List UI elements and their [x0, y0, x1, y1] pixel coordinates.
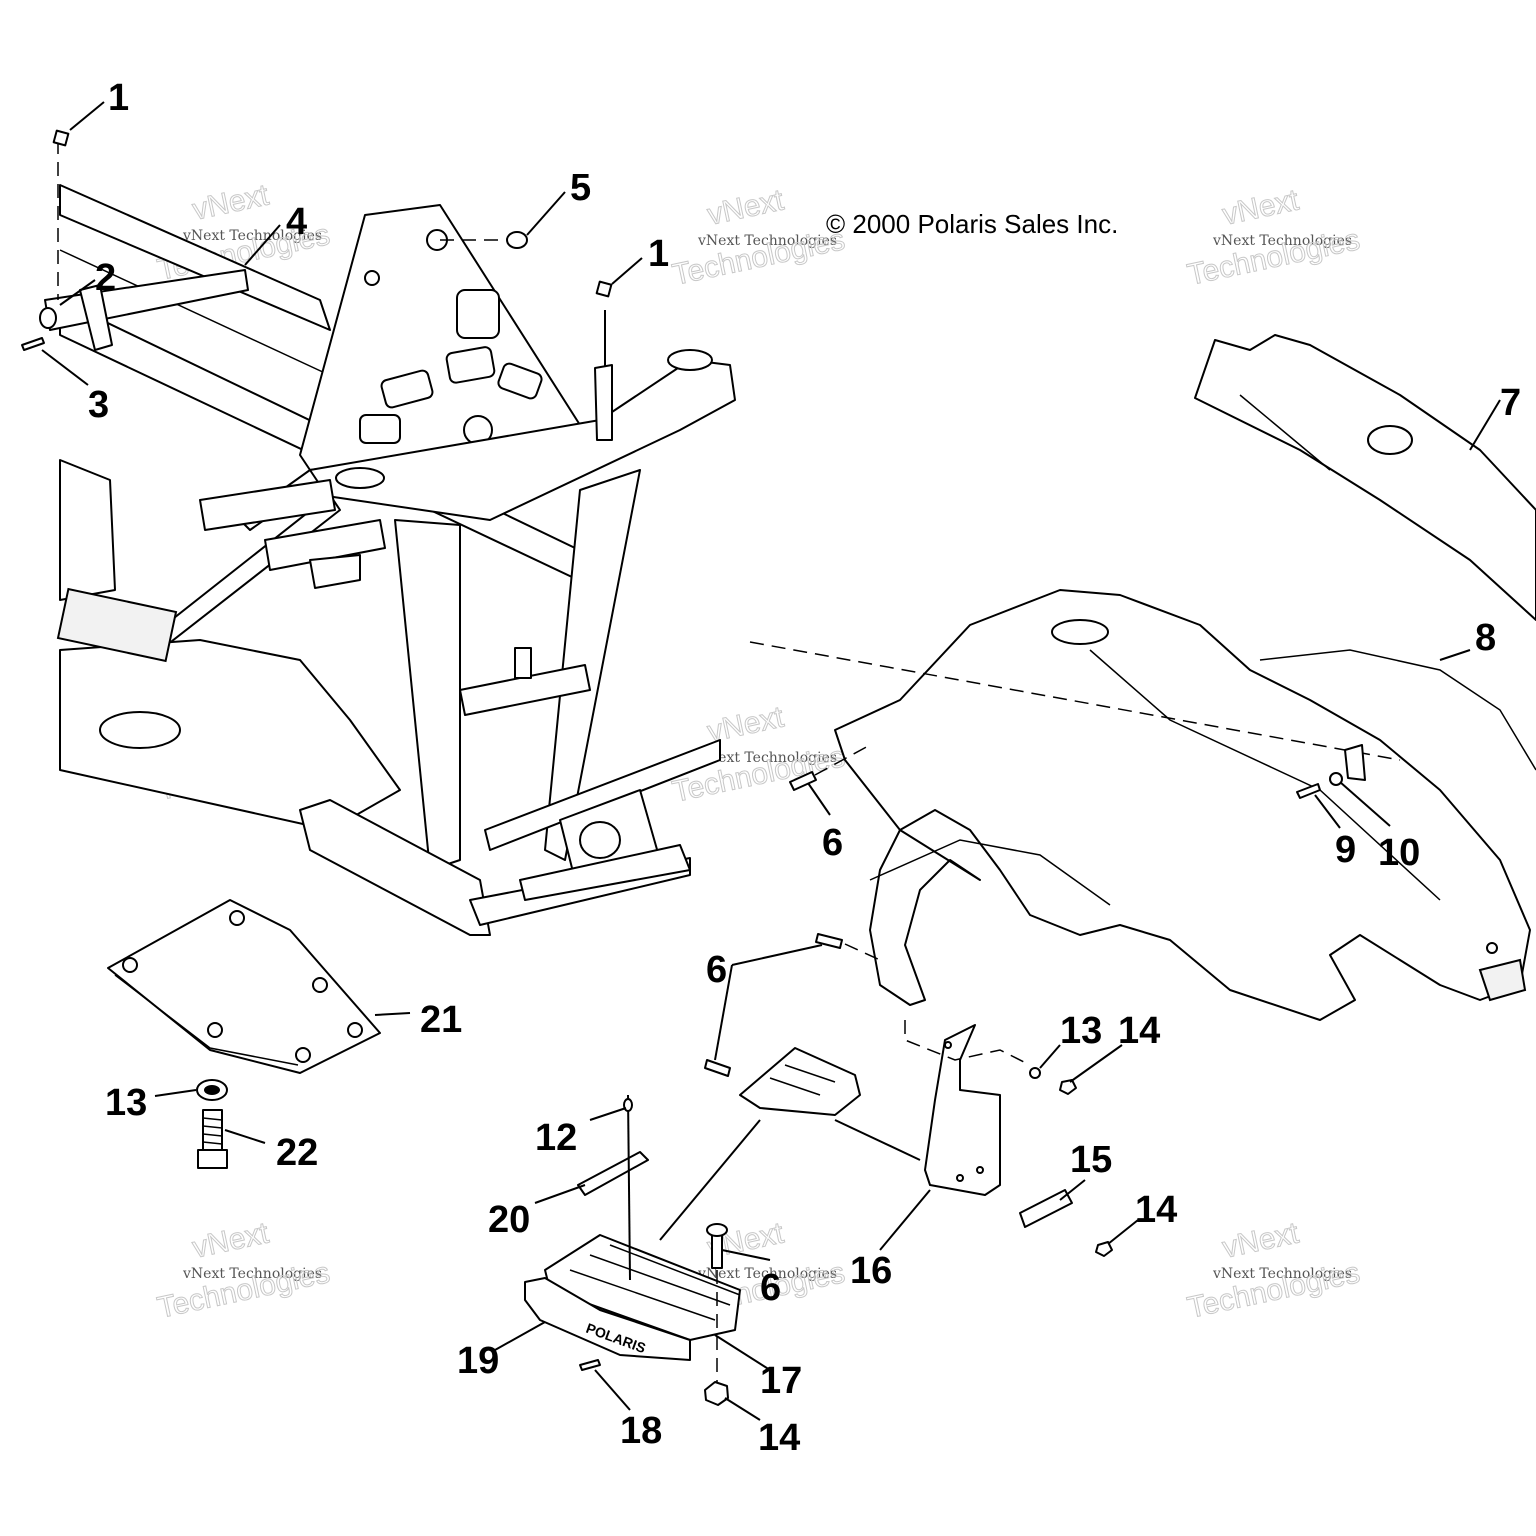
svg-text:vNext: vNext [1220, 1216, 1303, 1264]
callout-22: 22 [276, 1132, 318, 1174]
nut-14-bottom [704, 1381, 729, 1406]
clip-20 [577, 1151, 649, 1196]
callout-10: 10 [1378, 832, 1420, 874]
svg-text:vNext Technologies: vNext Technologies [182, 228, 322, 244]
svg-text:vNext Technologies: vNext Technologies [182, 1266, 322, 1282]
washer-13-right [1029, 1067, 1041, 1079]
hardware-top [21, 129, 613, 441]
callout-2: 2 [95, 257, 116, 299]
callout-13-left: 13 [105, 1082, 147, 1124]
square-nut-1-left [52, 129, 70, 147]
watermark-top-center: vNext vNext Technologies Technologies [669, 183, 848, 292]
nut-14-lower [1095, 1241, 1113, 1257]
callout-5: 5 [570, 167, 591, 209]
svg-text:vNext: vNext [190, 178, 273, 226]
callout-15: 15 [1070, 1139, 1112, 1181]
frame-assembly [44, 140, 736, 936]
callout-18: 18 [620, 1410, 662, 1452]
nut-14-upper [1059, 1079, 1077, 1095]
skid-plate-21 [107, 899, 381, 1074]
copyright-notice: © 2000 Polaris Sales Inc. [826, 209, 1118, 239]
screw-9 [1296, 783, 1321, 799]
screw-6-upper [789, 771, 817, 791]
callout-7: 7 [1500, 382, 1521, 424]
callout-labels: 1 1 2 3 4 5 7 8 6 9 10 6 21 13 22 13 14 … [88, 77, 1521, 1459]
washer-10 [1329, 772, 1343, 786]
screws-6 [704, 744, 881, 1269]
svg-text:vNext Technologies: vNext Technologies [697, 233, 837, 249]
callout-14-upper: 14 [1118, 1010, 1160, 1052]
bracket-2 [39, 307, 57, 329]
footrest-bracket [659, 1047, 921, 1241]
screw-3 [21, 337, 45, 351]
callout-19: 19 [457, 1340, 499, 1382]
watermark-bottom-left: vNext vNext Technologies Technologies [154, 1216, 333, 1325]
mud-flap-16 [904, 1020, 1031, 1196]
square-nut-1-right [595, 280, 613, 298]
callout-6-mid: 6 [706, 949, 727, 991]
callout-14-lower: 14 [1135, 1189, 1177, 1231]
screw-6-lower [704, 1059, 731, 1077]
callout-9: 9 [1335, 829, 1356, 871]
callout-1-left: 1 [108, 77, 129, 119]
callout-21: 21 [420, 999, 462, 1041]
screw-6-mid [815, 933, 843, 949]
watermark-bottom-right: vNext vNext Technologies Technologies [1184, 1216, 1363, 1325]
callout-8: 8 [1475, 617, 1496, 659]
callout-16: 16 [850, 1250, 892, 1292]
svg-text:vNext: vNext [1220, 183, 1303, 231]
bolt-22 [197, 1109, 228, 1169]
callout-20: 20 [488, 1199, 530, 1241]
front-fender-8 [834, 589, 1536, 1021]
front-rack-7 [1194, 334, 1536, 621]
callout-12: 12 [535, 1117, 577, 1159]
leader-lines [41, 101, 1501, 1421]
callout-6-upper: 6 [822, 822, 843, 864]
callout-4: 4 [286, 201, 307, 243]
plate-15 [1019, 1189, 1073, 1228]
callout-17: 17 [760, 1360, 802, 1402]
callout-1-right: 1 [648, 233, 669, 275]
callout-6-bottom: 6 [760, 1267, 781, 1309]
callout-13-right: 13 [1060, 1010, 1102, 1052]
svg-text:vNext Technologies: vNext Technologies [1212, 233, 1352, 249]
svg-text:vNext Technologies: vNext Technologies [1212, 1266, 1352, 1282]
svg-text:vNext: vNext [705, 183, 788, 231]
pin-18 [579, 1359, 601, 1371]
watermark-top-right: vNext vNext Technologies Technologies [1184, 183, 1363, 292]
svg-text:vNext Technologies: vNext Technologies [697, 750, 837, 766]
callout-3: 3 [88, 384, 109, 426]
callout-14-bottom: 14 [758, 1417, 800, 1459]
svg-text:vNext Technologies: vNext Technologies [697, 1266, 837, 1282]
nut-5 [506, 231, 528, 249]
svg-text:vNext: vNext [190, 1216, 273, 1264]
